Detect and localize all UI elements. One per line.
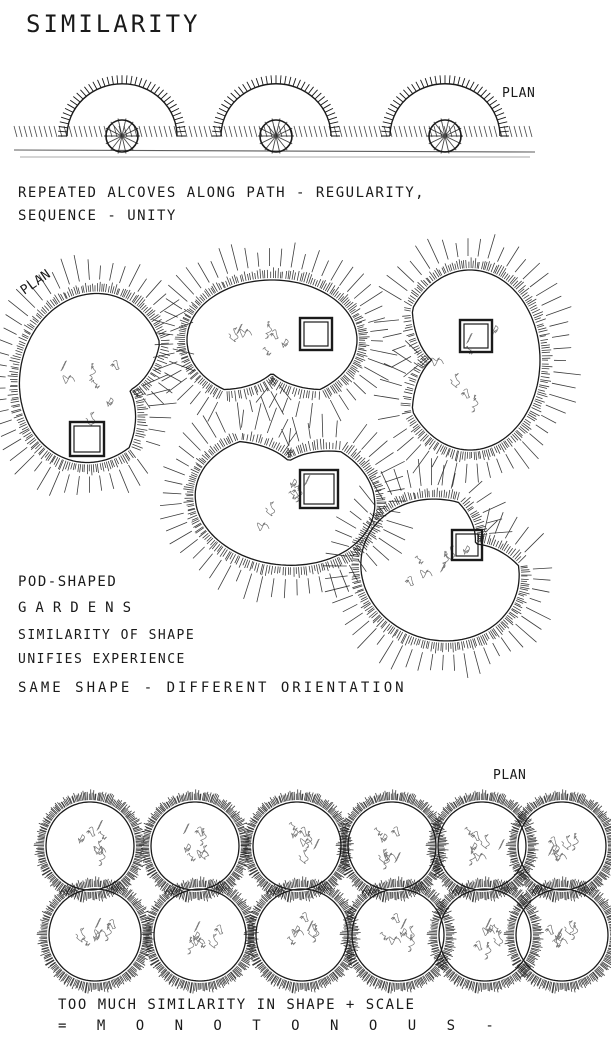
plan-label-bottom: PLAN [493,768,526,783]
alcove [58,75,186,153]
pods-caption-line-4: UNIFIES EXPERIENCE [18,652,186,667]
alcove [381,75,509,153]
pavilion-square [70,422,104,456]
pavilion-square [300,318,332,350]
pods-caption-line-1: POD-SHAPED [18,574,117,590]
pavilion-square [460,320,492,352]
pavilion-square [452,530,482,560]
alcoves-caption-line-1: REPEATED ALCOVES ALONG PATH - REGULARITY… [18,185,425,201]
alcoves-caption-line-2: SEQUENCE - UNITY [18,208,177,224]
plan-label-top: PLAN [502,86,535,101]
circles-caption-line-2: = M O N O T O N O U S - [58,1018,505,1034]
pods-caption-line-5: SAME SHAPE - DIFFERENT ORIENTATION [18,680,407,696]
pod-garden [323,458,552,678]
pods-caption-line-3: SIMILARITY OF SHAPE [18,628,195,643]
pod-garden [374,234,581,488]
alcove-path-plan-sketch [14,75,535,157]
pod-garden [160,403,413,602]
pavilion-square [300,470,338,508]
circles-caption-line-1: TOO MUCH SIMILARITY IN SHAPE + SCALE [58,997,415,1013]
pod-garden [153,243,398,430]
repeated-circles-plan-sketch [34,789,611,993]
repeated-circle [336,789,449,902]
pods-caption-line-2: GARDENS [18,600,140,616]
alcove [212,75,340,153]
